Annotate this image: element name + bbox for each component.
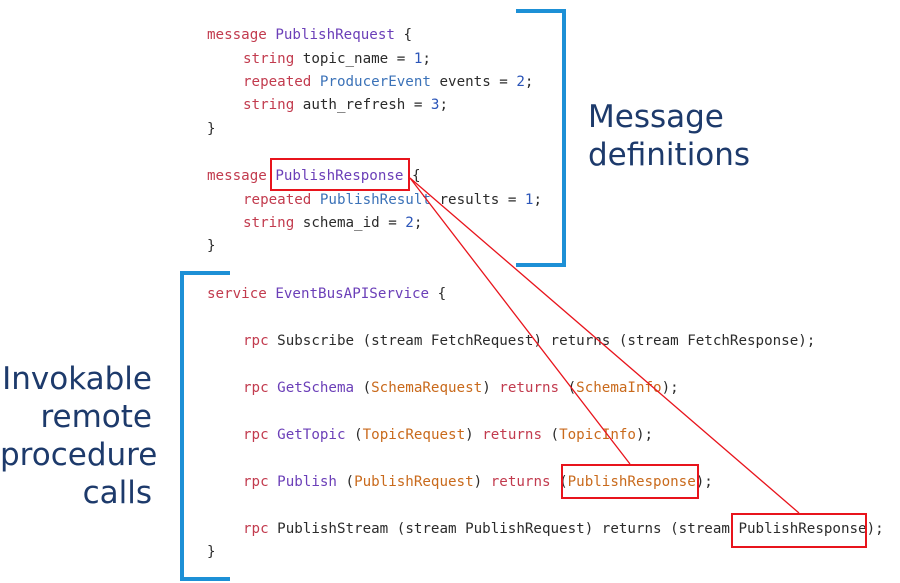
- field-number: 1: [413, 51, 423, 67]
- field-number: 2: [516, 74, 525, 90]
- field-name: auth_refresh: [302, 97, 406, 113]
- service-name: EventBusAPIService: [275, 286, 430, 302]
- close-brace: }: [207, 121, 216, 137]
- returns-keyword: returns: [499, 380, 560, 396]
- field-line: string topic_name = 1;: [243, 51, 431, 67]
- brace: {: [437, 286, 447, 302]
- field-name: events: [439, 74, 491, 90]
- publish-stream-response-highlight: [731, 513, 867, 548]
- rpc-calls-label-line: remote: [40, 399, 152, 435]
- rpc-request: stream FetchRequest: [371, 333, 534, 349]
- rpc-calls-bracket: [180, 271, 230, 581]
- message-definitions-label-line: definitions: [588, 137, 751, 173]
- returns-keyword: returns: [601, 521, 662, 537]
- field-number: 2: [405, 215, 414, 231]
- rpc-line: rpc GetSchema (SchemaRequest) returns (S…: [243, 380, 679, 396]
- field-line: repeated ProducerEvent events = 2;: [243, 74, 534, 90]
- returns-keyword: returns: [482, 427, 542, 443]
- close-brace: }: [207, 544, 216, 560]
- rpc-keyword: rpc: [243, 333, 269, 349]
- rpc-request: TopicRequest: [362, 427, 466, 443]
- keyword: message: [207, 27, 267, 43]
- keyword: service: [207, 286, 267, 302]
- field-line: string auth_refresh = 3;: [243, 97, 449, 113]
- field-type: string: [243, 97, 295, 113]
- publish-rpc-response-highlight: [561, 464, 699, 499]
- connector-line: [409, 177, 631, 465]
- message-definitions-label-line: Message: [588, 99, 724, 135]
- rpc-keyword: rpc: [243, 474, 269, 490]
- rpc-keyword: rpc: [243, 380, 269, 396]
- rpc-name: GetTopic: [277, 427, 346, 443]
- connector-line: [409, 177, 800, 514]
- rpc-response: TopicInfo: [559, 427, 636, 443]
- rpc-name: PublishStream: [277, 521, 389, 537]
- field-type: ProducerEvent: [319, 74, 431, 90]
- field-line: repeated PublishResult results = 1;: [243, 192, 542, 208]
- publish-request-header: message PublishRequest {: [207, 27, 412, 44]
- rpc-line: rpc PublishStream (stream PublishRequest…: [243, 521, 884, 537]
- rpc-name: Publish: [277, 474, 337, 490]
- rpc-request: stream PublishRequest: [405, 521, 585, 537]
- field-name: results: [439, 192, 500, 208]
- rpc-response: SchemaInfo: [576, 380, 662, 396]
- field-modifier: repeated: [243, 192, 312, 208]
- publish-response-definition-highlight: [270, 158, 410, 191]
- field-type: PublishResult: [319, 192, 431, 208]
- message-definitions-bracket: [516, 9, 566, 267]
- field-number: 3: [430, 97, 440, 113]
- service-header: service EventBusAPIService {: [207, 286, 446, 303]
- keyword: message: [207, 168, 267, 184]
- field-name: schema_id: [302, 215, 380, 231]
- publish-response-header: message PublishResponse {: [207, 168, 421, 185]
- rpc-line: rpc GetTopic (TopicRequest) returns (Top…: [243, 427, 654, 443]
- field-name: topic_name: [302, 51, 389, 67]
- rpc-name: GetSchema: [277, 380, 355, 396]
- rpc-line: rpc Publish (PublishRequest) returns (Pu…: [243, 474, 713, 490]
- rpc-response: PublishResponse: [567, 474, 696, 490]
- field-type: string: [243, 215, 295, 231]
- rpc-keyword: rpc: [243, 521, 269, 537]
- message-definitions-label: Message definitions: [588, 98, 750, 174]
- rpc-calls-label-line: calls: [82, 475, 152, 511]
- field-modifier: repeated: [243, 74, 312, 90]
- rpc-response: stream PublishResponse: [678, 521, 867, 537]
- close-brace: }: [207, 238, 216, 254]
- field-type: string: [243, 51, 295, 67]
- rpc-request: SchemaRequest: [371, 380, 483, 396]
- brace: {: [403, 27, 413, 43]
- message-name: PublishRequest: [275, 27, 395, 43]
- rpc-calls-label-line: Invokable: [2, 361, 152, 397]
- rpc-request: PublishRequest: [354, 474, 474, 490]
- field-number: 1: [524, 192, 534, 208]
- rpc-name: Subscribe: [277, 333, 355, 349]
- field-line: string schema_id = 2;: [243, 215, 423, 231]
- message-name: PublishResponse: [275, 168, 404, 184]
- rpc-calls-label: Invokable remote procedure calls: [0, 360, 158, 512]
- rpc-calls-label-line: procedure: [0, 437, 158, 473]
- rpc-keyword: rpc: [243, 427, 269, 443]
- rpc-response: stream FetchResponse: [627, 333, 799, 349]
- brace: {: [412, 168, 421, 184]
- returns-keyword: returns: [490, 474, 551, 490]
